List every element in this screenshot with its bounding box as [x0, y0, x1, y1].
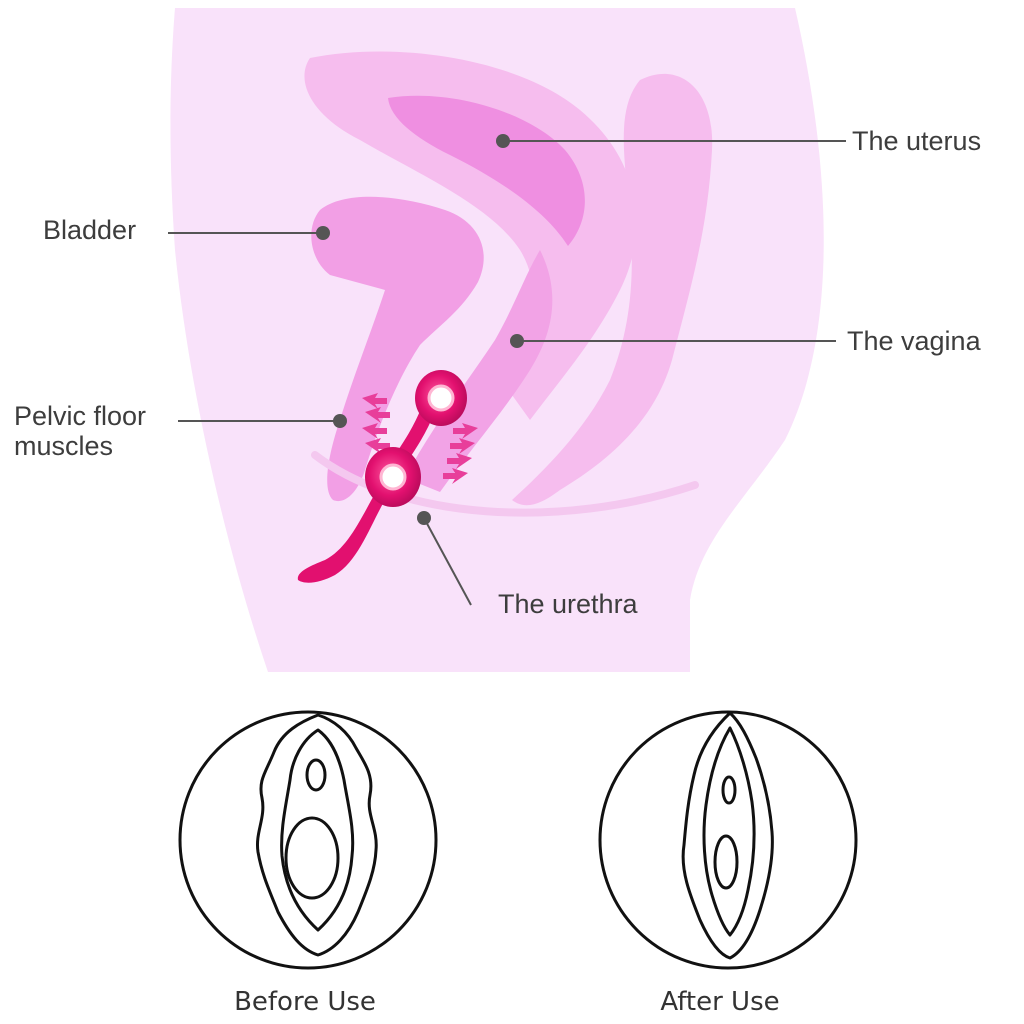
after-vaginal-opening	[713, 834, 739, 890]
before-use-illustration	[178, 710, 438, 970]
before-vaginal-opening	[284, 816, 340, 900]
before-circle	[178, 710, 438, 970]
before-urethral-opening	[305, 758, 327, 792]
muscle-arrows-right	[443, 423, 478, 484]
muscle-arrows-left	[362, 393, 390, 454]
label-vagina: The vagina	[847, 326, 982, 356]
pelvic-floor-arc	[311, 451, 699, 517]
after-circle	[598, 710, 858, 970]
kegel-balls-device	[297, 370, 467, 583]
leader-bladder	[168, 226, 330, 240]
leader-vagina	[510, 334, 836, 348]
after-use-illustration	[598, 710, 858, 970]
label-pelvic-line2: muscles	[14, 431, 113, 461]
label-urethra: The urethra	[498, 589, 639, 619]
before-inner-labia	[280, 728, 355, 932]
after-inner-labia	[702, 726, 756, 937]
label-pelvic-line1: Pelvic floor	[14, 401, 146, 431]
device-tail	[297, 488, 388, 583]
after-outer-labia	[681, 711, 774, 960]
uterus-cavity	[388, 95, 585, 247]
device-upper-highlight	[427, 384, 455, 412]
device-lower-highlight	[379, 463, 407, 491]
vagina-shape	[405, 250, 553, 492]
rectum-shape	[512, 73, 713, 506]
caption-before-use: Before Use	[234, 987, 376, 1017]
before-outer-labia	[255, 713, 378, 957]
leader-uterus	[496, 134, 846, 148]
after-urethral-opening	[721, 775, 737, 805]
label-uterus: The uterus	[852, 126, 981, 156]
leader-urethra	[417, 511, 472, 606]
bladder-shape	[311, 196, 484, 502]
label-bladder: Bladder	[43, 215, 136, 245]
caption-after-use: After Use	[660, 987, 779, 1017]
leader-pelvic	[178, 414, 347, 428]
